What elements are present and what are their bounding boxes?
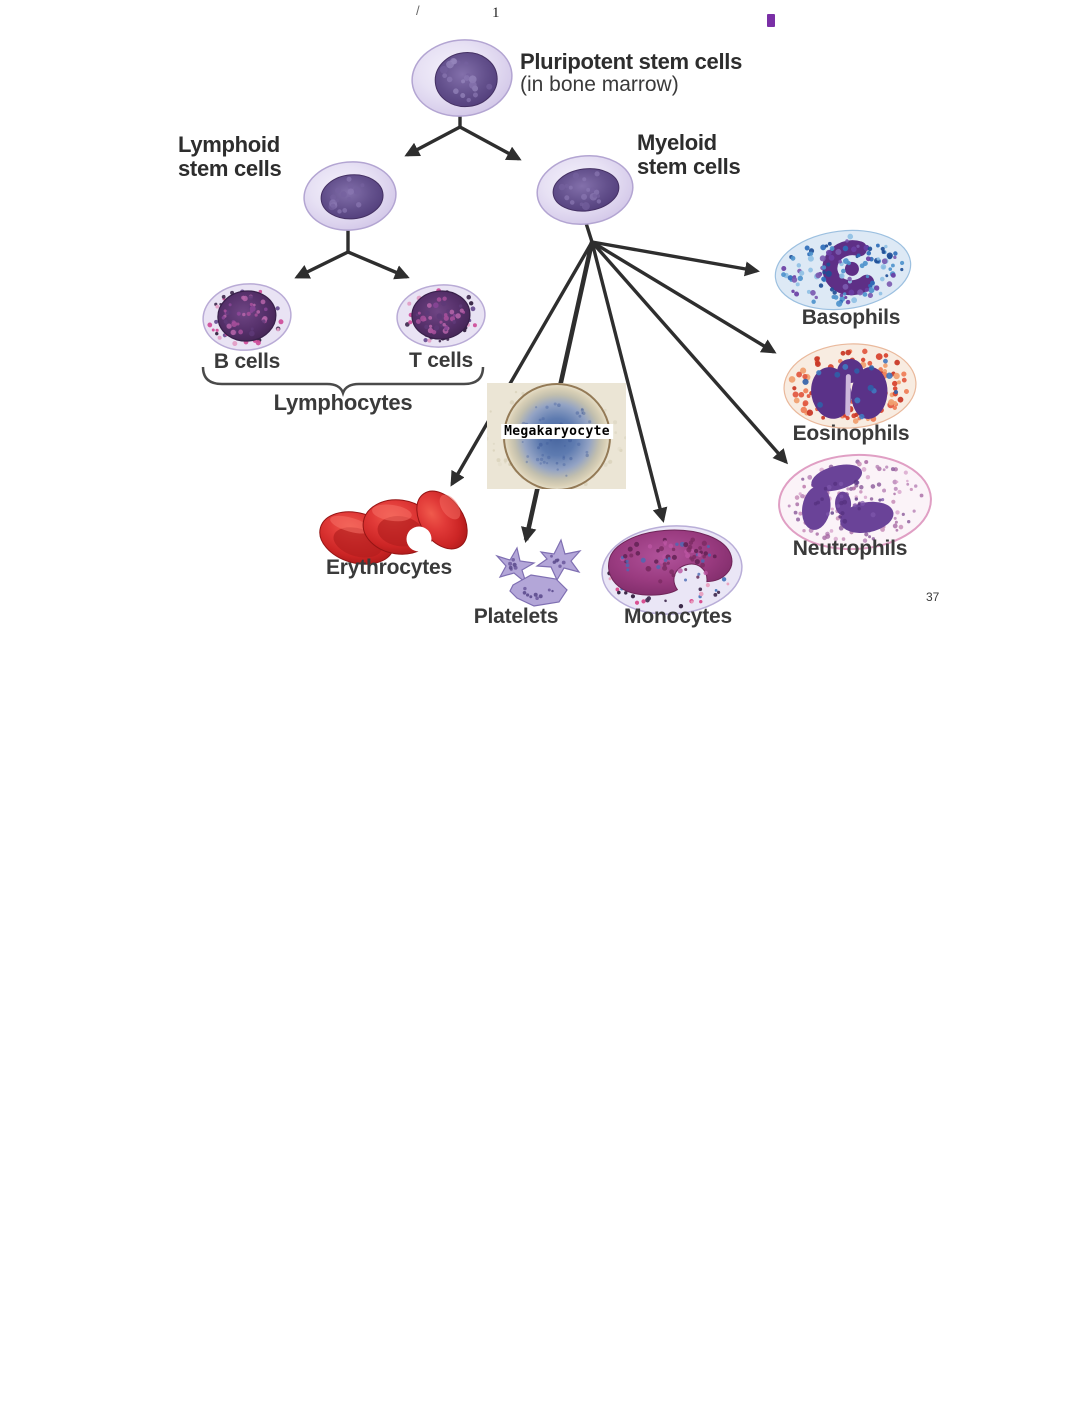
pluripotent-stem-cell (411, 39, 513, 117)
arrow-to-t-cells (347, 250, 410, 280)
myeloid-label: Myeloid stem cells (637, 130, 741, 179)
speckle-texture (522, 586, 554, 600)
label-monocytes: Monocytes (624, 605, 732, 628)
b-cell (202, 283, 292, 351)
lymphocytes-brace (201, 366, 485, 397)
monocyte-cell (601, 525, 743, 615)
lymphoid-label-line1: Lymphoid (178, 132, 280, 157)
label-erythrocytes: Erythrocytes (326, 556, 452, 579)
lymphoid-label-line2: stem cells (178, 155, 282, 181)
arrow-to-lymphoid (404, 125, 461, 157)
label-lymphocytes: Lymphocytes (273, 390, 413, 415)
arrow-to-erythrocytes (450, 241, 594, 487)
arrow-to-b-cells (294, 250, 349, 279)
purple-mark (767, 14, 775, 27)
arrow-myeloid-stem (584, 222, 594, 243)
speckle-texture (802, 358, 899, 420)
speckle-texture (620, 537, 717, 584)
pluripotent-subtitle: (in bone marrow) (520, 73, 679, 96)
platelets-cells (495, 538, 582, 607)
arrow-to-neutrophils (590, 240, 788, 465)
label-eosinophils: Eosinophils (792, 422, 910, 445)
stray-one-mark: 1 (492, 5, 500, 21)
basophil-cell (774, 229, 912, 311)
page-number: 37 (926, 590, 940, 604)
speckle-texture (439, 58, 493, 103)
speckle-texture (328, 176, 365, 214)
label-platelets: Platelets (473, 605, 559, 628)
stray-slash-mark: / (416, 3, 420, 18)
lymphoid-stem-cell (303, 161, 397, 231)
speckle-texture (813, 479, 885, 524)
speckle-texture (221, 294, 268, 337)
label-t-cells: T cells (409, 349, 473, 372)
erythrocyte-bean (406, 490, 468, 552)
label-neutrophils: Neutrophils (792, 537, 908, 560)
speckle-texture (781, 233, 905, 307)
neutrophil-cell (778, 453, 932, 551)
label-basophils: Basophils (801, 306, 901, 329)
erythrocytes-cells (319, 490, 468, 565)
myeloid-label-line2: stem cells (637, 153, 741, 179)
speckle-texture (558, 171, 602, 211)
arrow-to-basophils (591, 240, 760, 277)
arrow-to-myeloid (459, 125, 522, 161)
label-b-cells: B cells (213, 350, 281, 373)
speckle-texture (415, 296, 466, 335)
label-megakaryocyte: Megakaryocyte (501, 424, 613, 439)
arrow-to-eosinophils (591, 240, 777, 354)
arrow-to-monocytes (590, 241, 668, 523)
eosinophil-cell (783, 343, 917, 429)
speckle-texture (550, 554, 566, 568)
myeloid-stem-cell (536, 155, 634, 225)
pluripotent-title: Pluripotent stem cells (520, 49, 743, 74)
lymphoid-label: Lymphoid stem cells (178, 132, 282, 181)
myeloid-label-line1: Myeloid (637, 130, 717, 155)
t-cell (396, 284, 486, 348)
speckle-texture (508, 558, 518, 571)
